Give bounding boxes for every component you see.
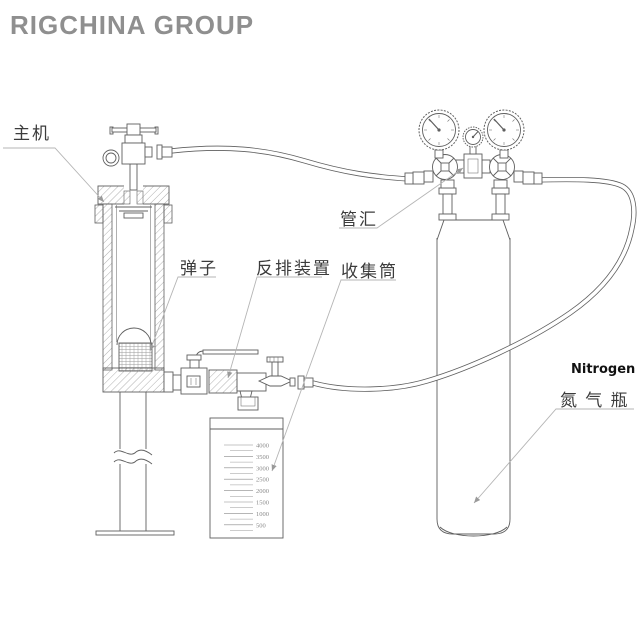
ball-mesh bbox=[118, 342, 153, 372]
gauge-needle bbox=[472, 131, 479, 138]
leader-back-discharge bbox=[227, 276, 322, 379]
discharge-device bbox=[163, 349, 314, 411]
ball-valve bbox=[180, 349, 259, 395]
graduation-label: 2000 bbox=[256, 488, 269, 495]
top-valve bbox=[102, 123, 173, 191]
leader-lines bbox=[3, 147, 634, 504]
leader-manifold bbox=[339, 167, 464, 229]
graduation-label: 500 bbox=[256, 522, 266, 529]
ball-dome bbox=[116, 327, 152, 346]
label-nitrogen-cn: 氮 气 瓶 bbox=[560, 391, 630, 410]
label-back-discharge: 反排装置 bbox=[256, 259, 332, 278]
label-manifold: 管汇 bbox=[340, 210, 378, 229]
regulator-right bbox=[489, 154, 543, 185]
gauge-needle bbox=[493, 118, 505, 131]
hose-fitting-left bbox=[404, 172, 414, 185]
label-collector: 收集筒 bbox=[341, 262, 398, 281]
graduation-label: 3000 bbox=[256, 465, 269, 472]
valve-ring bbox=[102, 149, 120, 167]
regulator-left bbox=[404, 154, 458, 185]
hose-fitting-outlet bbox=[297, 375, 305, 390]
manifold-block bbox=[463, 153, 483, 179]
base-plate bbox=[95, 530, 175, 536]
label-nitrogen-en: Nitrogen bbox=[571, 362, 636, 377]
graduation-label: 1500 bbox=[256, 500, 269, 507]
lid-clamp-left bbox=[94, 204, 104, 224]
leader-ball bbox=[149, 276, 216, 352]
label-main-machine: 主机 bbox=[13, 124, 51, 143]
page-title: RIGCHINA GROUP bbox=[10, 10, 255, 40]
label-ball: 弹子 bbox=[180, 259, 218, 278]
cylinder-neck-right bbox=[491, 187, 510, 221]
leader-main-machine bbox=[3, 147, 105, 203]
supply-hose bbox=[170, 145, 410, 182]
cylinder-neck-left bbox=[438, 187, 457, 221]
return-hose bbox=[312, 176, 637, 392]
graduation-scale: 4000 3500 3000 2500 2000 1500 1000 500 bbox=[224, 443, 269, 531]
manifold-assembly bbox=[404, 109, 543, 189]
pressure-gauge-left bbox=[418, 109, 460, 151]
graduation-label: 2500 bbox=[256, 477, 269, 484]
graduation-label: 4000 bbox=[256, 443, 269, 450]
outlet-valve bbox=[257, 356, 296, 387]
coupling bbox=[208, 369, 238, 394]
graduation-label: 1000 bbox=[256, 511, 269, 518]
nitrogen-cylinder bbox=[436, 187, 511, 537]
main-vessel bbox=[94, 185, 175, 536]
leader-collector bbox=[271, 279, 396, 472]
lid-clamp-right bbox=[163, 204, 173, 224]
collector-cylinder: 4000 3500 3000 2500 2000 1500 1000 500 bbox=[209, 417, 284, 539]
pressure-gauge-center bbox=[462, 126, 484, 148]
hose-fitting-right bbox=[533, 172, 543, 185]
pressure-gauge-right bbox=[483, 109, 525, 151]
hose-fitting-valve bbox=[156, 144, 163, 160]
stand-column bbox=[95, 392, 175, 536]
ball-valve-handle bbox=[202, 349, 259, 355]
gauge-needle bbox=[428, 118, 440, 131]
graduation-label: 3500 bbox=[256, 454, 269, 461]
leader-nitrogen bbox=[473, 408, 634, 504]
